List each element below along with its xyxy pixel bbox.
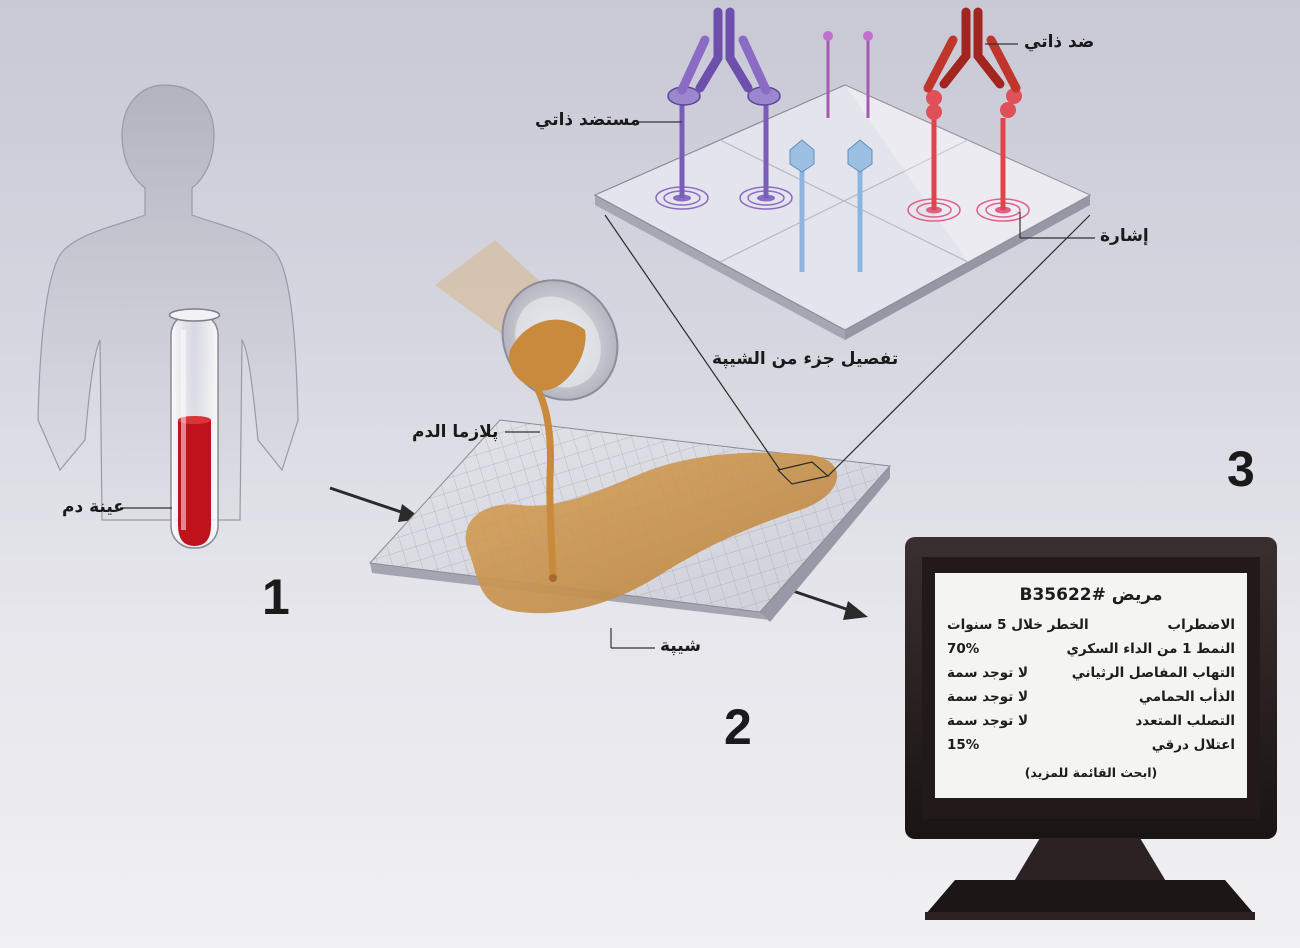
- risk-value: لا توجد سمة: [947, 665, 1029, 681]
- monitor-screen: مريض #B35622 الاضطراب الخطر خلال 5 سنوات…: [935, 573, 1247, 798]
- slide-label: شيپة: [660, 636, 701, 656]
- risk-value: 15%: [947, 737, 980, 753]
- patient-title: مريض #B35622: [1019, 585, 1163, 605]
- step-2-number: 2: [724, 699, 752, 755]
- blue-probes: [789, 139, 873, 272]
- result-row: النمط 1 من الداء السكري 70%: [947, 637, 1235, 661]
- risk-value: لا توجد سمة: [947, 689, 1029, 705]
- autoantigen-label: مستضد ذاتي: [535, 110, 641, 130]
- blood-tube: [168, 308, 221, 549]
- projection-line-left: [604, 214, 781, 471]
- disease-name: التهاب المفاصل الرثياني: [1071, 665, 1235, 681]
- step-3-number: 3: [1227, 441, 1255, 497]
- step-1-number: 1: [262, 569, 290, 625]
- signal-label: إشارة: [1100, 226, 1149, 246]
- projection-line-right: [827, 214, 1091, 477]
- arrow-1-2: [329, 486, 422, 522]
- risk-value: الخطر خلال 5 سنوات: [947, 617, 1089, 633]
- result-row: الاضطراب الخطر خلال 5 سنوات: [947, 613, 1235, 637]
- risk-value: لا توجد سمة: [947, 713, 1029, 729]
- slide-detail-caption: تفصيل جزء من الشيپة: [712, 349, 899, 369]
- result-row: اعتلال درقي 15%: [947, 733, 1235, 757]
- result-row: التهاب المفاصل الرثياني لا توجد سمة: [947, 661, 1235, 685]
- detail-chip: [593, 84, 1092, 340]
- arrow-2-3: [789, 588, 868, 620]
- autoantigen-probes: [655, 7, 793, 210]
- autoantibody-label: ضد ذاتي: [1024, 32, 1095, 52]
- blood-sample-label: عينة دم: [62, 497, 125, 517]
- purple-pins: [823, 31, 873, 118]
- disease-name: النمط 1 من الداء السكري: [1066, 641, 1235, 657]
- more-hint: (ابحث القائمة للمزيد): [1024, 765, 1158, 780]
- glass-slide: [368, 419, 892, 622]
- disease-name: اعتلال درقي: [1151, 737, 1235, 753]
- disease-name: الذأب الحمامي: [1139, 689, 1235, 705]
- result-row: الذأب الحمامي لا توجد سمة: [947, 685, 1235, 709]
- disease-name: التصلب المتعدد: [1135, 713, 1235, 729]
- risk-value: 70%: [947, 641, 980, 657]
- result-row: التصلب المتعدد لا توجد سمة: [947, 709, 1235, 733]
- pouring-cup: [435, 240, 619, 582]
- disease-name: الاضطراب: [1167, 617, 1235, 633]
- plasma-label: پلازما الدم: [412, 422, 499, 442]
- autoantibody-complex: [907, 7, 1030, 222]
- human-silhouette: [37, 84, 299, 521]
